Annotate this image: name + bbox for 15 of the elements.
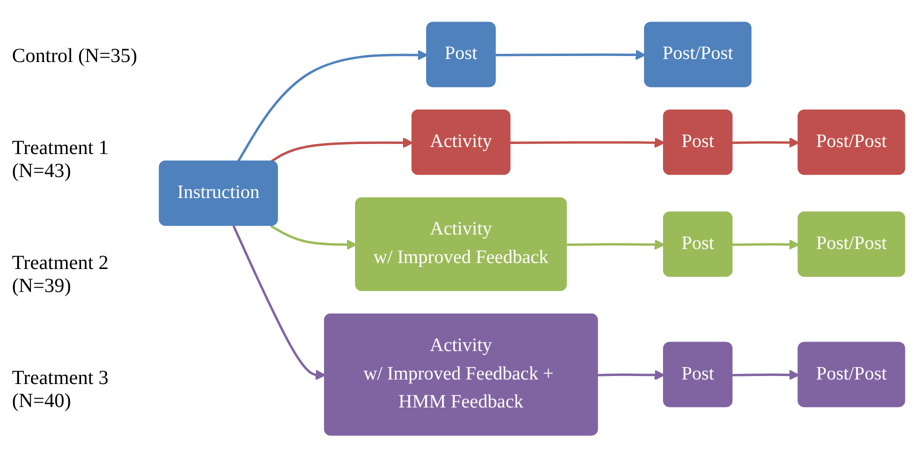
arrow <box>732 369 800 380</box>
arrow <box>566 239 665 250</box>
arrow <box>598 370 665 380</box>
group-label: Treatment 1 (N=43) <box>12 136 110 182</box>
group-label: Control (N=35) <box>12 44 138 68</box>
arrow <box>496 49 646 60</box>
arrow <box>270 137 414 163</box>
arrow <box>270 224 357 250</box>
group-label: Treatment 3 (N=40) <box>12 366 110 412</box>
arrow <box>232 225 326 380</box>
arrow <box>236 50 428 162</box>
arrow <box>510 137 665 148</box>
arrow <box>732 137 800 148</box>
group-label: Treatment 2 (N=39) <box>12 252 110 298</box>
arrow <box>732 239 800 250</box>
